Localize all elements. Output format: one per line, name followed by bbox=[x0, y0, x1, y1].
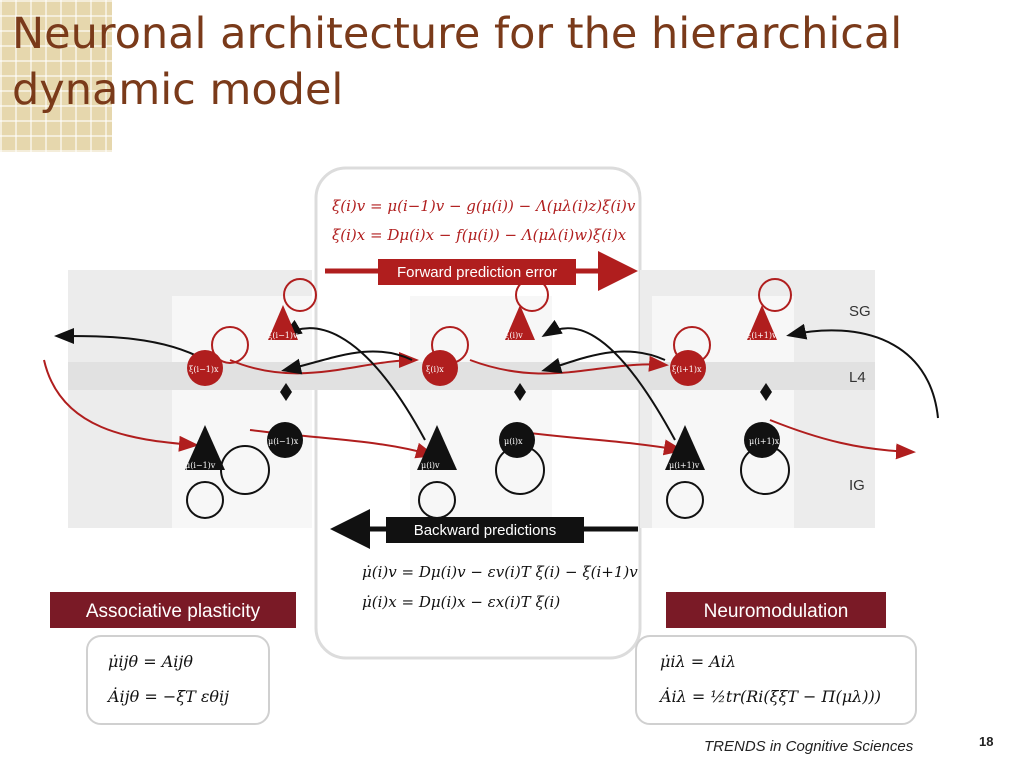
red-forward-connection-3 bbox=[469, 355, 669, 375]
neuromodulation-equation-box bbox=[635, 635, 917, 725]
associative-equation-2: Ȧijθ = −ξT εθij bbox=[106, 686, 229, 706]
red-forward-connection-1 bbox=[229, 352, 419, 375]
neuromodulation-heading: Neuromodulation bbox=[704, 601, 849, 622]
associative-equation-1: μ̇ijθ = Aijθ bbox=[108, 652, 193, 671]
right-label-xi-x: ξ(i+1)x bbox=[672, 365, 702, 374]
credit-text: TRENDS in Cognitive Sciences bbox=[704, 738, 914, 755]
black-output-arrow bbox=[54, 327, 206, 361]
black-backward-connection-1 bbox=[281, 319, 426, 441]
forward-equation-v: ξ(i)v = μ(i−1)v − g(μ(i)) − Λ(μλ(i)z)ξ(i… bbox=[332, 197, 636, 215]
left-error-pyramidal-neuron bbox=[268, 305, 298, 340]
associative-equation-box bbox=[86, 635, 270, 725]
middle-prediction-pyramidal-neuron bbox=[417, 425, 457, 470]
black-backward-connection-3 bbox=[541, 319, 676, 441]
page-number: 18 bbox=[979, 734, 994, 749]
neuromodulation-equation-2: Ȧiλ = ½tr(Ri(ξξT − Π(μλ))) bbox=[658, 686, 881, 706]
right-label-mu-v: μ(i+1)v bbox=[669, 461, 700, 470]
title-line-1: Neuronal architecture for the hierarchic… bbox=[12, 9, 903, 59]
middle-label-xi-x: ξ(i)x bbox=[426, 365, 444, 374]
right-prediction-pyramidal-neuron bbox=[665, 425, 705, 470]
corner-texture bbox=[0, 0, 112, 152]
right-prediction-neuron bbox=[744, 422, 780, 458]
middle-prediction-neuron bbox=[499, 422, 535, 458]
neuromodulation-equation-1: μ̇iλ = Aiλ bbox=[660, 652, 736, 671]
black-input-arrow bbox=[786, 323, 939, 419]
left-label-mu-v: μ(i−1)v bbox=[185, 461, 216, 470]
right-interneuron bbox=[760, 383, 772, 401]
right-label-xi-v: ξ(i+1)v bbox=[747, 331, 777, 340]
left-neuron-group: ξ(i−1)v ξ(i−1)x μ(i−1)v μ(i−1)x bbox=[185, 278, 317, 519]
left-prediction-neuron bbox=[267, 422, 303, 458]
middle-label-mu-x: μ(i)x bbox=[504, 437, 523, 446]
left-prediction-pyramidal-neuron bbox=[185, 425, 225, 470]
middle-label-mu-v: μ(i)v bbox=[421, 461, 440, 470]
associative-header-box bbox=[50, 592, 296, 628]
layer-label-ig: IG bbox=[849, 477, 865, 494]
right-label-mu-x: μ(i+1)x bbox=[749, 437, 780, 446]
right-error-pyramidal-neuron bbox=[747, 305, 777, 340]
title-line-2: dynamic model bbox=[12, 65, 344, 115]
red-output-arrow bbox=[769, 419, 916, 460]
right-error-neuron bbox=[670, 350, 706, 386]
backward-label-box bbox=[386, 517, 584, 543]
layer-label-sg: SG bbox=[849, 303, 871, 320]
middle-error-pyramidal-neuron bbox=[505, 305, 535, 340]
slide-title: Neuronal architecture for the hierarchic… bbox=[12, 6, 1002, 118]
left-label-xi-v: ξ(i−1)v bbox=[268, 331, 298, 340]
black-backward-connection-4 bbox=[541, 350, 666, 374]
middle-label-xi-v: ξ(i)v bbox=[505, 331, 523, 340]
layer-label-l4: L4 bbox=[849, 369, 866, 386]
black-backward-connection-2 bbox=[281, 350, 413, 375]
forward-prediction-label: Forward prediction error bbox=[397, 264, 557, 281]
red-input-arrow bbox=[43, 359, 199, 452]
backward-prediction-label: Backward predictions bbox=[414, 522, 557, 539]
left-label-mu-x: μ(i−1)x bbox=[268, 437, 299, 446]
associative-heading: Associative plasticity bbox=[86, 601, 261, 622]
backward-equation-x: μ̇(i)x = Dμ(i)x − εx(i)T ξ(i) bbox=[362, 593, 560, 611]
forward-equation-x: ξ(i)x = Dμ(i)x − f(μ(i)) − Λ(μλ(i)w)ξ(i)… bbox=[332, 226, 627, 244]
neuromodulation-header-box bbox=[666, 592, 886, 628]
left-label-xi-x: ξ(i−1)x bbox=[189, 365, 219, 374]
middle-neuron-group: ξ(i)v ξ(i)x μ(i)v μ(i)x bbox=[417, 278, 549, 519]
middle-error-neuron bbox=[422, 350, 458, 386]
forward-label-box bbox=[378, 259, 576, 285]
left-error-neuron bbox=[187, 350, 223, 386]
backward-equation-v: μ̇(i)v = Dμ(i)v − εv(i)T ξ(i) − ξ(i+1)v bbox=[362, 563, 638, 581]
middle-interneuron bbox=[514, 383, 526, 401]
right-neuron-group: ξ(i+1)v ξ(i+1)x μ(i+1)v μ(i+1)x bbox=[665, 278, 792, 519]
left-interneuron bbox=[280, 383, 292, 401]
